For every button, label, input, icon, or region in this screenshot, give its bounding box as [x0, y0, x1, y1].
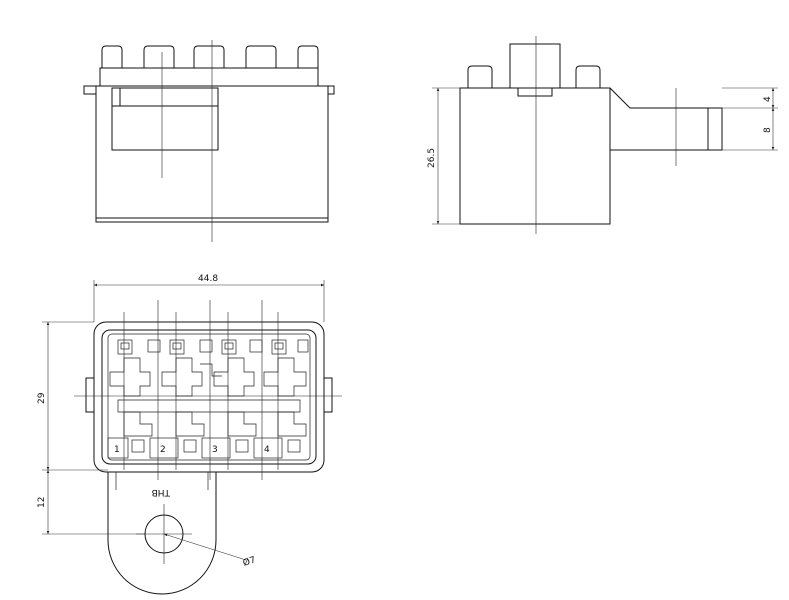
plan-left-latch	[85, 377, 95, 413]
front-top-plate	[99, 67, 319, 87]
front-teeth	[101, 45, 319, 68]
dim-hole-diameter: Ø7	[242, 554, 258, 568]
part-marking: THB	[152, 487, 171, 497]
side-top-knob	[509, 43, 561, 89]
plan-lower-cells	[107, 437, 301, 459]
front-window	[111, 87, 219, 151]
side-left-bump	[467, 65, 493, 88]
side-body	[459, 87, 611, 225]
plan-upper-slots	[117, 339, 309, 355]
plan-right-latch	[323, 377, 333, 413]
dim-side-tab: 8	[763, 127, 773, 133]
plan-outer-frame	[93, 321, 325, 473]
dim-side-offset: 4	[763, 96, 773, 102]
plan-mount-tab	[107, 472, 217, 595]
dim-plan-height: 29	[37, 392, 47, 404]
side-right-bump	[575, 65, 601, 88]
front-left-flange	[83, 85, 100, 104]
plan-contacts	[109, 357, 307, 437]
plan-view: 1 2 3 4 THB Ø7 44.8 29	[37, 274, 342, 595]
position-label: 2	[160, 445, 166, 455]
side-tab	[609, 87, 723, 151]
front-view	[83, 40, 335, 242]
front-right-flange	[318, 85, 335, 104]
plan-inner-frame	[101, 329, 317, 465]
dim-plan-width: 44.8	[198, 274, 218, 284]
position-label: 4	[264, 445, 270, 455]
position-label: 3	[212, 445, 218, 455]
dim-tab-length: 12	[37, 497, 47, 508]
dim-side-height: 26.5	[427, 148, 437, 168]
position-label: 1	[114, 445, 120, 455]
side-view: 26.5 4 8	[427, 36, 778, 234]
